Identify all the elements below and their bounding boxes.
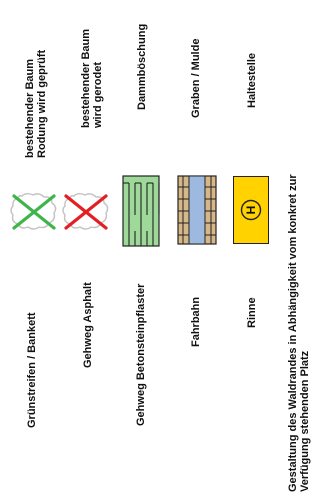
bus-stop-letter: H bbox=[244, 205, 258, 215]
label-gehweg-betonsteinpflaster: Gehweg Betonsteinpflaster bbox=[135, 283, 147, 426]
bus-stop-symbol: H bbox=[233, 176, 269, 244]
embankment-slope-symbol bbox=[122, 175, 160, 247]
label-graben-mulde: Graben / Mulde bbox=[190, 38, 202, 118]
label-baum-rodung-geprueft: bestehender Baum Rodung wird geprüft bbox=[24, 49, 48, 158]
label-footnote: Gestaltung des Waldrandes in Abhängigkei… bbox=[287, 174, 311, 492]
ditch-swale-symbol bbox=[177, 175, 217, 245]
label-dammboeschung: Dammböschung bbox=[136, 23, 148, 110]
label-gehweg-asphalt: Gehweg Asphalt bbox=[82, 282, 94, 368]
label-baum-gerodet: bestehender Baum wird gerodet bbox=[80, 28, 104, 128]
tree-check-clearing-icon bbox=[10, 193, 57, 230]
label-rinne: Rinne bbox=[246, 297, 258, 328]
label-haltestelle: Haltestelle bbox=[246, 52, 258, 108]
bus-stop-circle-icon bbox=[240, 199, 262, 221]
label-gruenstreifen-bankett: Grünstreifen / Bankett bbox=[26, 312, 38, 428]
tree-removed-icon bbox=[62, 193, 109, 230]
label-fahrbahn: Fahrbahn bbox=[190, 296, 202, 347]
